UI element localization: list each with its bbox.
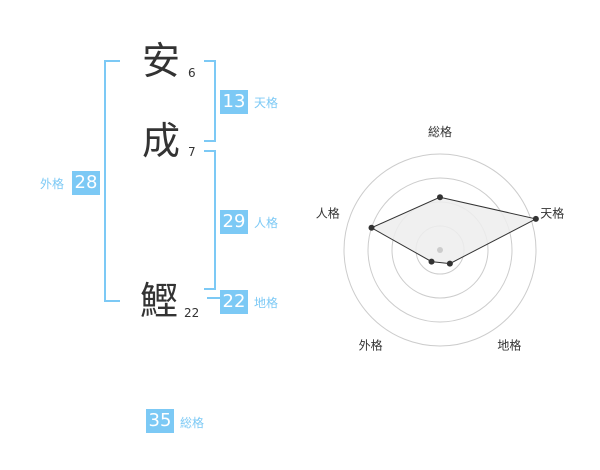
soukaku-label: 総格 xyxy=(180,416,205,430)
char-2-strokes: 7 xyxy=(188,145,196,159)
char-3-strokes: 22 xyxy=(184,306,200,320)
tenkaku-label: 天格 xyxy=(254,96,279,110)
chikaku-connector xyxy=(207,297,220,299)
jinkaku-value: 29 xyxy=(220,210,248,234)
jinkaku-label: 人格 xyxy=(254,216,279,230)
radar-axis-label: 総格 xyxy=(428,124,452,139)
radar-axis-label: 地格 xyxy=(497,337,521,352)
radar-point xyxy=(428,258,435,265)
tenkaku-value: 13 xyxy=(220,90,248,114)
tenkaku-bracket xyxy=(204,60,216,142)
gaikaku-bracket xyxy=(104,60,120,302)
radar-point xyxy=(532,215,539,222)
radar-points xyxy=(368,194,539,267)
char-1-strokes: 6 xyxy=(188,66,196,80)
chikaku-value: 22 xyxy=(220,290,248,314)
radar-axis-label: 人格 xyxy=(316,206,340,221)
chikaku-label: 地格 xyxy=(254,296,279,310)
radar-axis-label: 天格 xyxy=(540,206,564,221)
char-2: 成 xyxy=(142,119,181,163)
radar-point xyxy=(446,260,453,267)
radar-point xyxy=(368,224,375,231)
radar-center-dot xyxy=(437,247,443,253)
radar-point xyxy=(437,194,443,201)
gaikaku-value: 28 xyxy=(72,171,100,195)
radar-axis-label: 外格 xyxy=(359,337,383,352)
gaikaku-label: 外格 xyxy=(40,177,65,191)
radar-area xyxy=(370,196,538,265)
char-3: 鰹 xyxy=(140,279,179,323)
jinkaku-bracket xyxy=(204,150,216,290)
soukaku-value: 35 xyxy=(146,409,174,433)
char-1: 安 xyxy=(142,39,181,83)
